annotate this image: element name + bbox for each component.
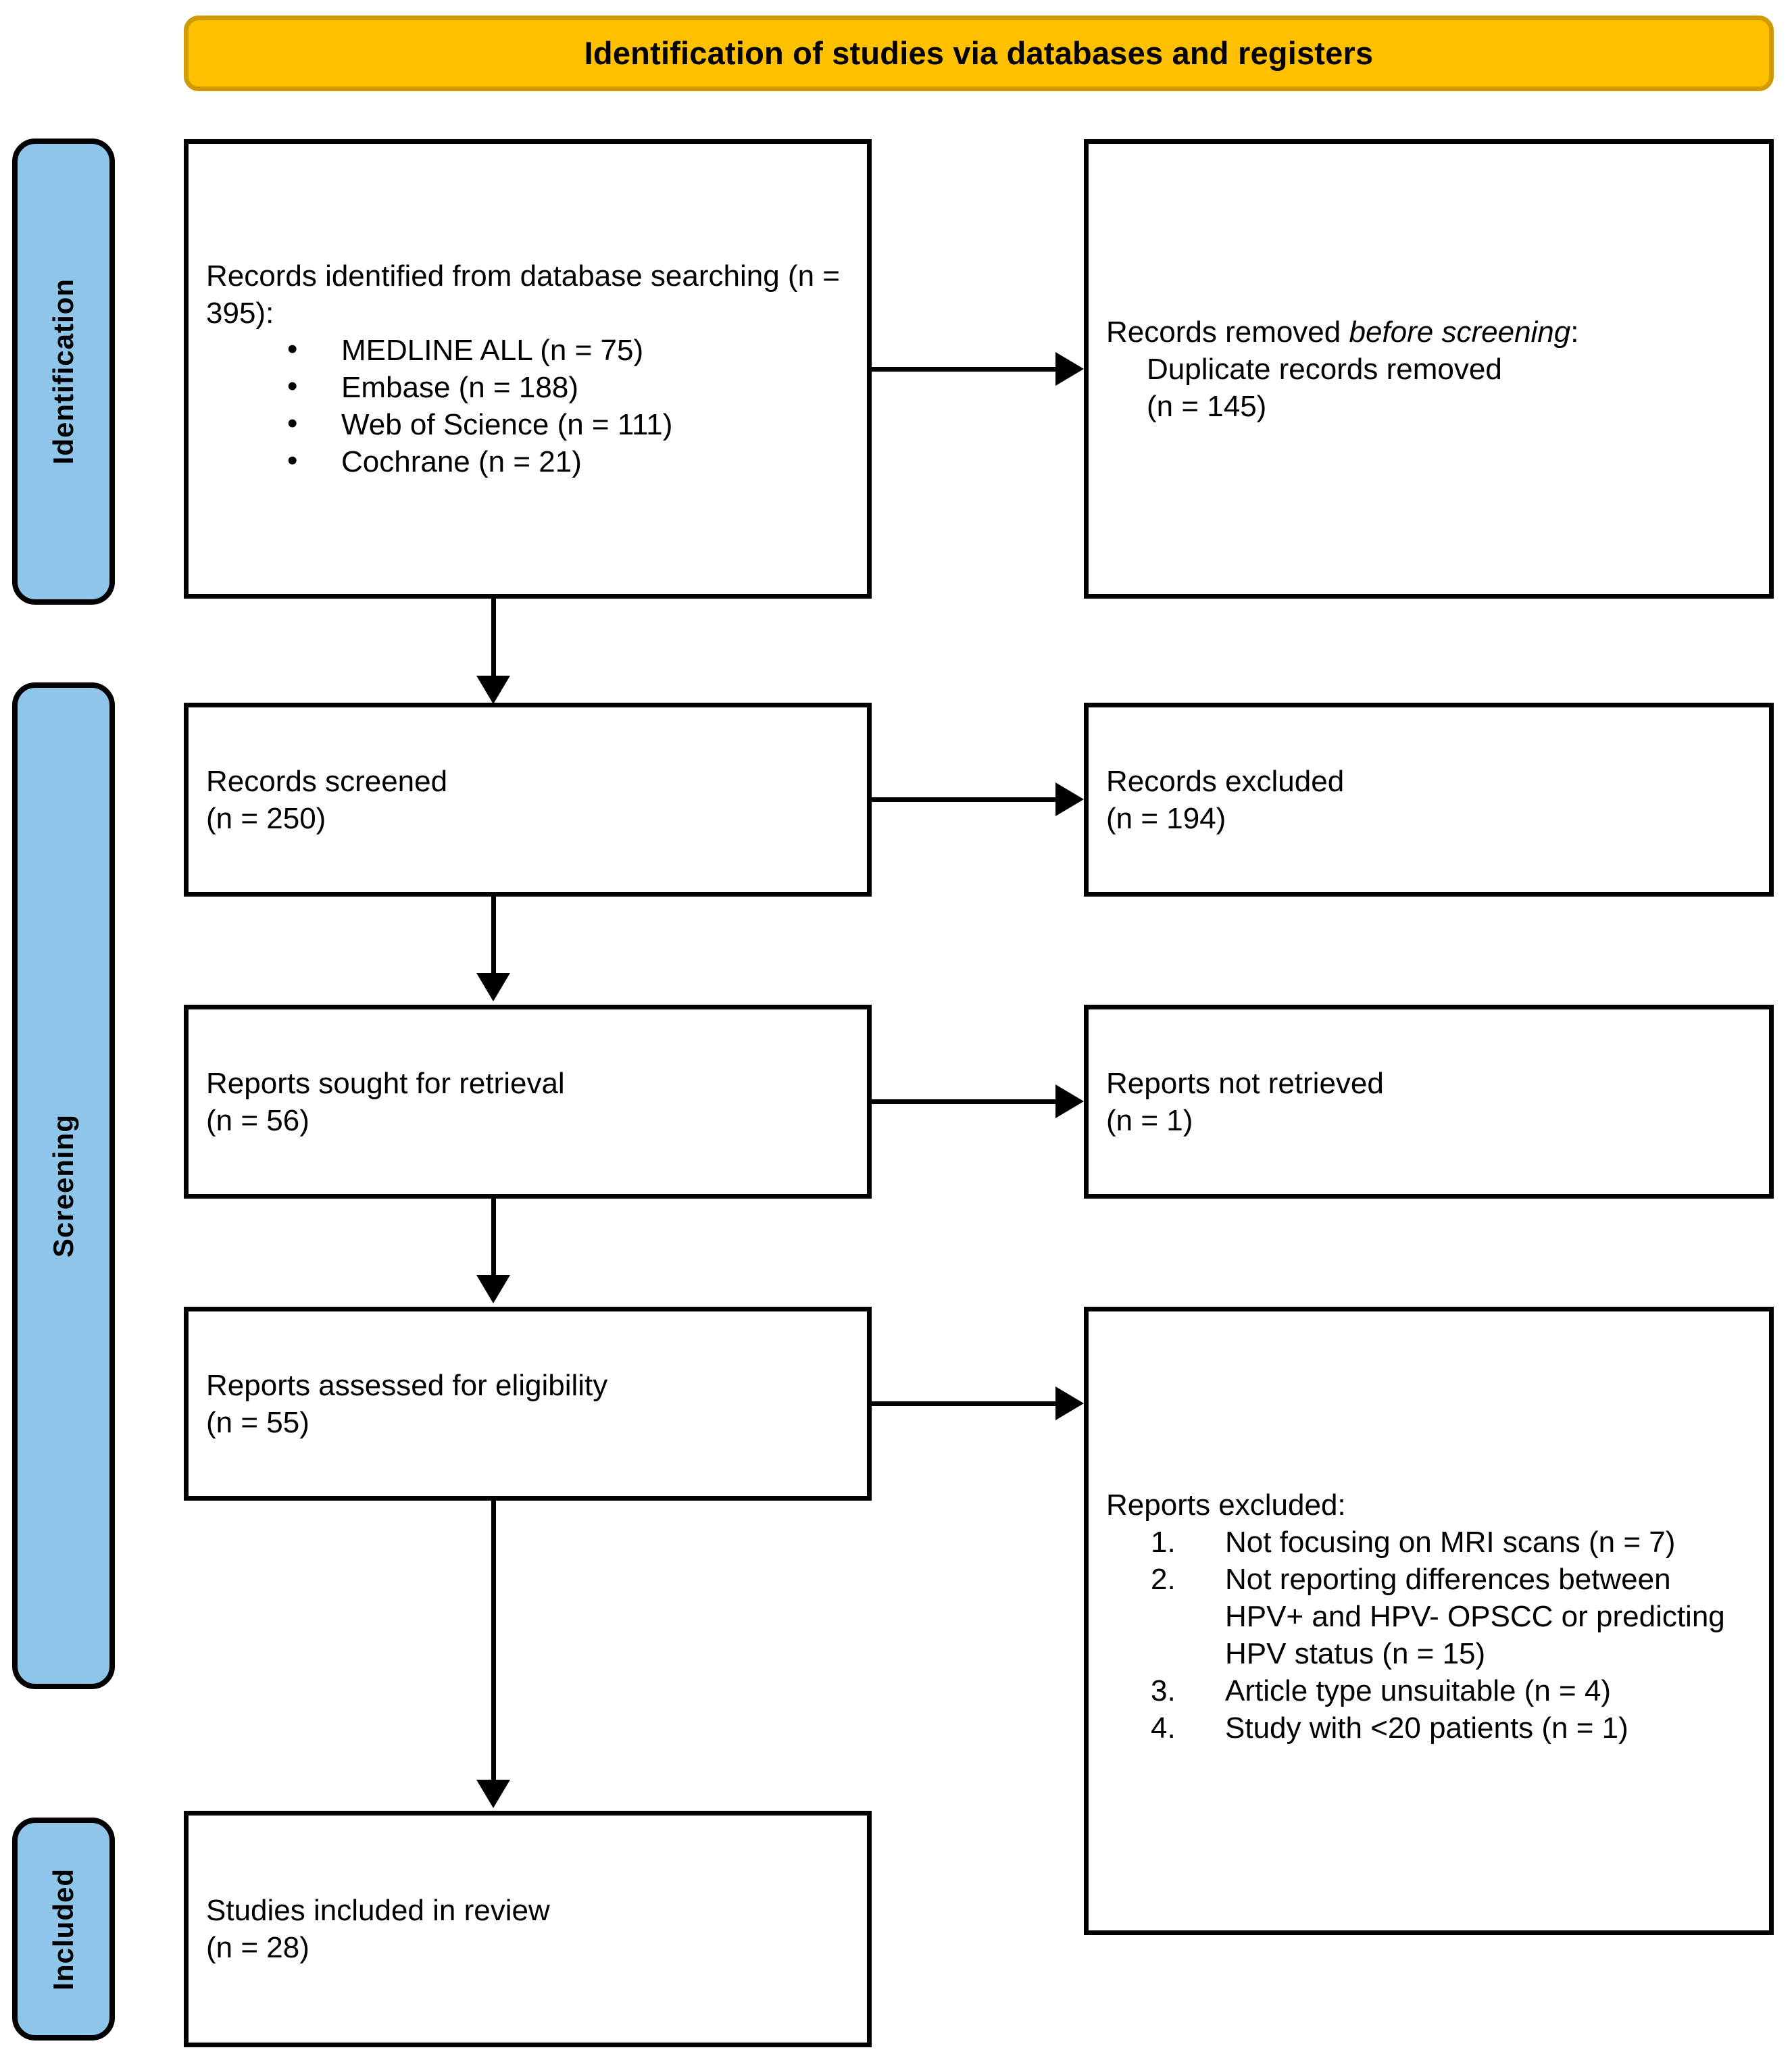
reports-excluded-heading: Reports excluded: xyxy=(1106,1488,1346,1522)
records-screened-label: Records screened xyxy=(206,764,448,798)
reports-not-retrieved-label: Reports not retrieved xyxy=(1106,1066,1384,1100)
reports-excluded-reason-list: Not focusing on MRI scans (n = 7) Not re… xyxy=(1106,1524,1751,1747)
arrowhead-assessed-to-excluded xyxy=(1055,1386,1084,1420)
connector-sought-to-not-retrieved xyxy=(872,1099,1055,1104)
reports-sought-count: (n = 56) xyxy=(206,1103,309,1137)
arrowhead-assessed-to-included xyxy=(476,1780,510,1808)
records-identified-heading: Records identified from database searchi… xyxy=(206,259,840,330)
box-records-screened: Records screened (n = 250) xyxy=(184,703,872,897)
duplicate-records-count: (n = 145) xyxy=(1147,389,1267,423)
arrowhead-screened-to-sought xyxy=(476,973,510,1001)
records-removed-lead-tail: : xyxy=(1570,315,1579,349)
box-reports-not-retrieved: Reports not retrieved (n = 1) xyxy=(1084,1005,1774,1199)
arrowhead-identified-to-removed xyxy=(1055,352,1084,386)
list-item: Not focusing on MRI scans (n = 7) xyxy=(1151,1524,1676,1561)
connector-assessed-to-included xyxy=(491,1501,496,1791)
stage-label-identification: Identification xyxy=(47,278,79,465)
list-item: Cochrane (n = 21) xyxy=(287,442,849,480)
records-identified-source-list: MEDLINE ALL (n = 75) Embase (n = 188) We… xyxy=(206,330,849,480)
box-reports-assessed: Reports assessed for eligibility (n = 55… xyxy=(184,1307,872,1501)
box-reports-excluded: Reports excluded: Not focusing on MRI sc… xyxy=(1084,1307,1774,1935)
connector-assessed-to-excluded xyxy=(872,1401,1055,1406)
reports-assessed-label: Reports assessed for eligibility xyxy=(206,1368,608,1402)
page-title: Identification of studies via databases … xyxy=(584,35,1374,72)
list-item: MEDLINE ALL (n = 75) xyxy=(287,330,849,369)
records-excluded-label: Records excluded xyxy=(1106,764,1345,798)
list-item: Not reporting differences between HPV+ a… xyxy=(1151,1561,1725,1670)
list-item: Article type unsuitable (n = 4) xyxy=(1151,1672,1612,1709)
reports-assessed-count: (n = 55) xyxy=(206,1405,309,1439)
connector-sought-to-assessed xyxy=(491,1199,496,1286)
records-removed-heading: Records removed before screening: xyxy=(1106,314,1751,351)
records-excluded-count: (n = 194) xyxy=(1106,801,1226,835)
duplicate-records-line: Duplicate records removed xyxy=(1147,352,1502,386)
arrowhead-screened-to-excluded xyxy=(1055,782,1084,816)
stage-bar-identification: Identification xyxy=(12,139,115,605)
box-records-removed-before-screening: Records removed before screening: Duplic… xyxy=(1084,139,1774,599)
studies-included-label: Studies included in review xyxy=(206,1894,550,1927)
list-item: Web of Science (n = 111) xyxy=(287,405,849,443)
studies-included-count: (n = 28) xyxy=(206,1931,309,1964)
records-removed-lead: Records removed xyxy=(1106,315,1349,349)
diagram-header-banner: Identification of studies via databases … xyxy=(184,16,1774,91)
reports-not-retrieved-count: (n = 1) xyxy=(1106,1103,1193,1137)
records-screened-count: (n = 250) xyxy=(206,801,326,835)
reports-sought-label: Reports sought for retrieval xyxy=(206,1066,565,1100)
connector-screened-to-excluded xyxy=(872,797,1055,802)
stage-bar-included: Included xyxy=(12,1818,115,2041)
list-item: Embase (n = 188) xyxy=(287,368,849,406)
connector-identified-to-screened xyxy=(491,599,496,688)
list-item: Study with <20 patients (n = 1) xyxy=(1151,1709,1628,1747)
connector-screened-to-sought xyxy=(491,897,496,984)
connector-identified-to-removed xyxy=(872,367,1055,372)
box-reports-sought: Reports sought for retrieval (n = 56) xyxy=(184,1005,872,1199)
box-studies-included: Studies included in review (n = 28) xyxy=(184,1811,872,2047)
stage-label-screening: Screening xyxy=(47,1113,79,1258)
stage-bar-screening: Screening xyxy=(12,682,115,1689)
box-records-identified: Records identified from database searchi… xyxy=(184,139,872,599)
arrowhead-sought-to-not-retrieved xyxy=(1055,1084,1084,1118)
arrowhead-identified-to-screened xyxy=(476,676,510,704)
records-removed-lead-italic: before screening xyxy=(1349,315,1571,349)
arrowhead-sought-to-assessed xyxy=(476,1275,510,1303)
stage-label-included: Included xyxy=(47,1868,79,1991)
box-records-excluded: Records excluded (n = 194) xyxy=(1084,703,1774,897)
